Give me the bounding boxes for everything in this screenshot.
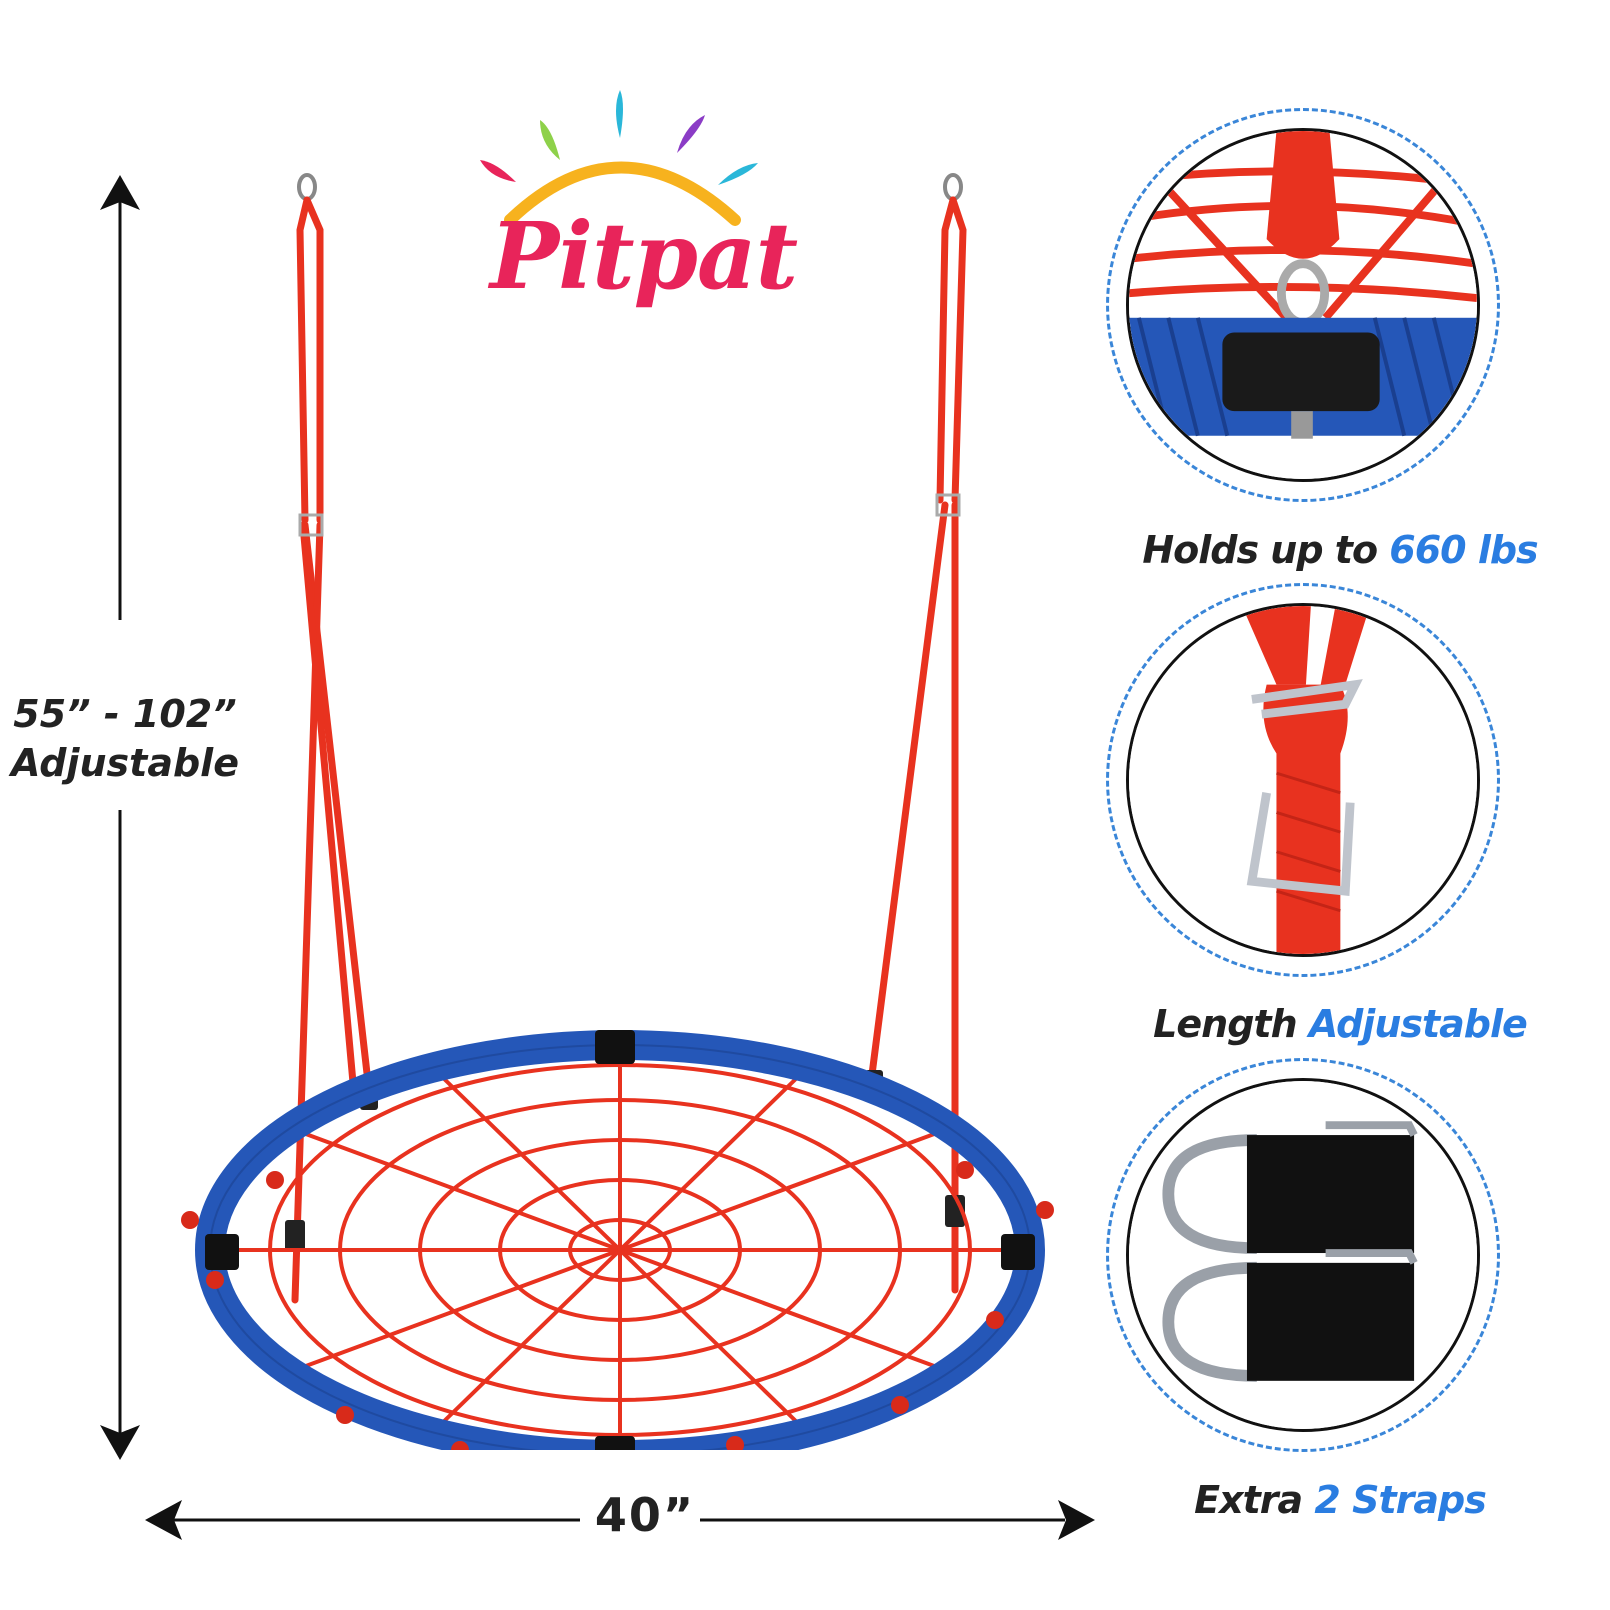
feature-extra-straps <box>1106 1058 1500 1452</box>
width-arrow <box>145 1500 1095 1540</box>
strap-icon <box>1129 1081 1477 1429</box>
feature-load-prefix: Holds up to <box>1142 528 1390 572</box>
right-ropes <box>866 196 967 1294</box>
feature-straps-prefix: Extra <box>1194 1478 1315 1522</box>
height-arrow <box>100 175 140 1460</box>
feature-length-prefix: Length <box>1153 1002 1309 1046</box>
feature-length-photo <box>1126 603 1480 957</box>
top-ring-left <box>297 173 317 201</box>
feature-load-highlight: 660 lbs <box>1389 528 1538 572</box>
height-note: Adjustable <box>11 741 239 786</box>
rope-clip-icon <box>1129 606 1477 954</box>
web-net <box>220 1050 1020 1450</box>
swing-illustration <box>181 173 1054 1450</box>
feature-straps-photo <box>1126 1078 1480 1432</box>
feature-load-capacity <box>1106 108 1500 502</box>
feature-length-caption: Length Adjustable <box>1090 1002 1590 1046</box>
width-label: 40” <box>594 1488 696 1542</box>
height-label: 55” - 102” Adjustable <box>0 690 250 789</box>
top-ring-right <box>943 173 963 201</box>
left-ropes <box>291 196 374 1304</box>
feature-straps-highlight: 2 Straps <box>1314 1478 1486 1522</box>
brand-logo <box>480 90 758 226</box>
feature-load-caption: Holds up to 660 lbs <box>1090 528 1590 572</box>
brand-wordmark: Pitpat <box>490 202 798 310</box>
height-range: 55” - 102” <box>13 692 237 736</box>
feature-straps-caption: Extra 2 Straps <box>1090 1478 1590 1522</box>
feature-length-adjustable <box>1106 583 1500 977</box>
hook-joint-icon <box>1129 131 1477 479</box>
feature-length-highlight: Adjustable <box>1308 1002 1528 1046</box>
feature-load-photo <box>1126 128 1480 482</box>
